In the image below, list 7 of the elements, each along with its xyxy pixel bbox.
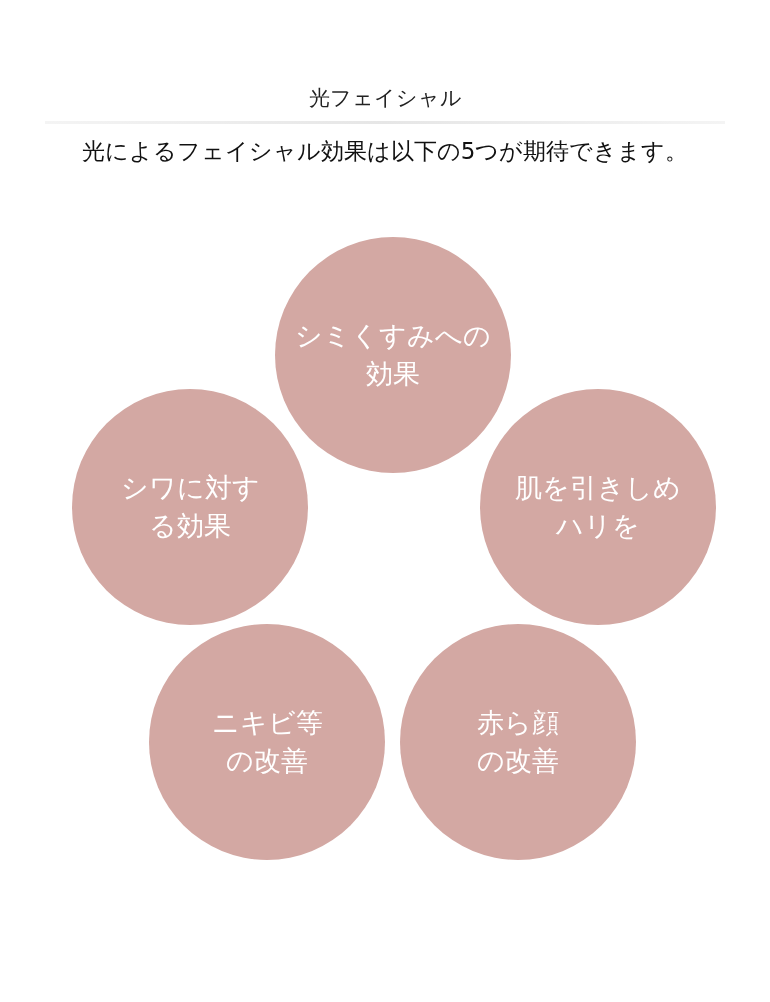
title: 光フェイシャル <box>307 85 463 112</box>
subtitle: 光によるフェイシャル効果は以下の5つが期待できます。 <box>80 137 690 166</box>
circle-label: 赤ら顔の改善 <box>476 706 560 778</box>
circle-label: シワに対する効果 <box>120 471 260 543</box>
circle-label: シミくすみへの効果 <box>295 319 491 391</box>
circle-label: ニキビ等の改善 <box>211 706 323 778</box>
circle-label: 肌を引きしめハリを <box>514 471 682 543</box>
